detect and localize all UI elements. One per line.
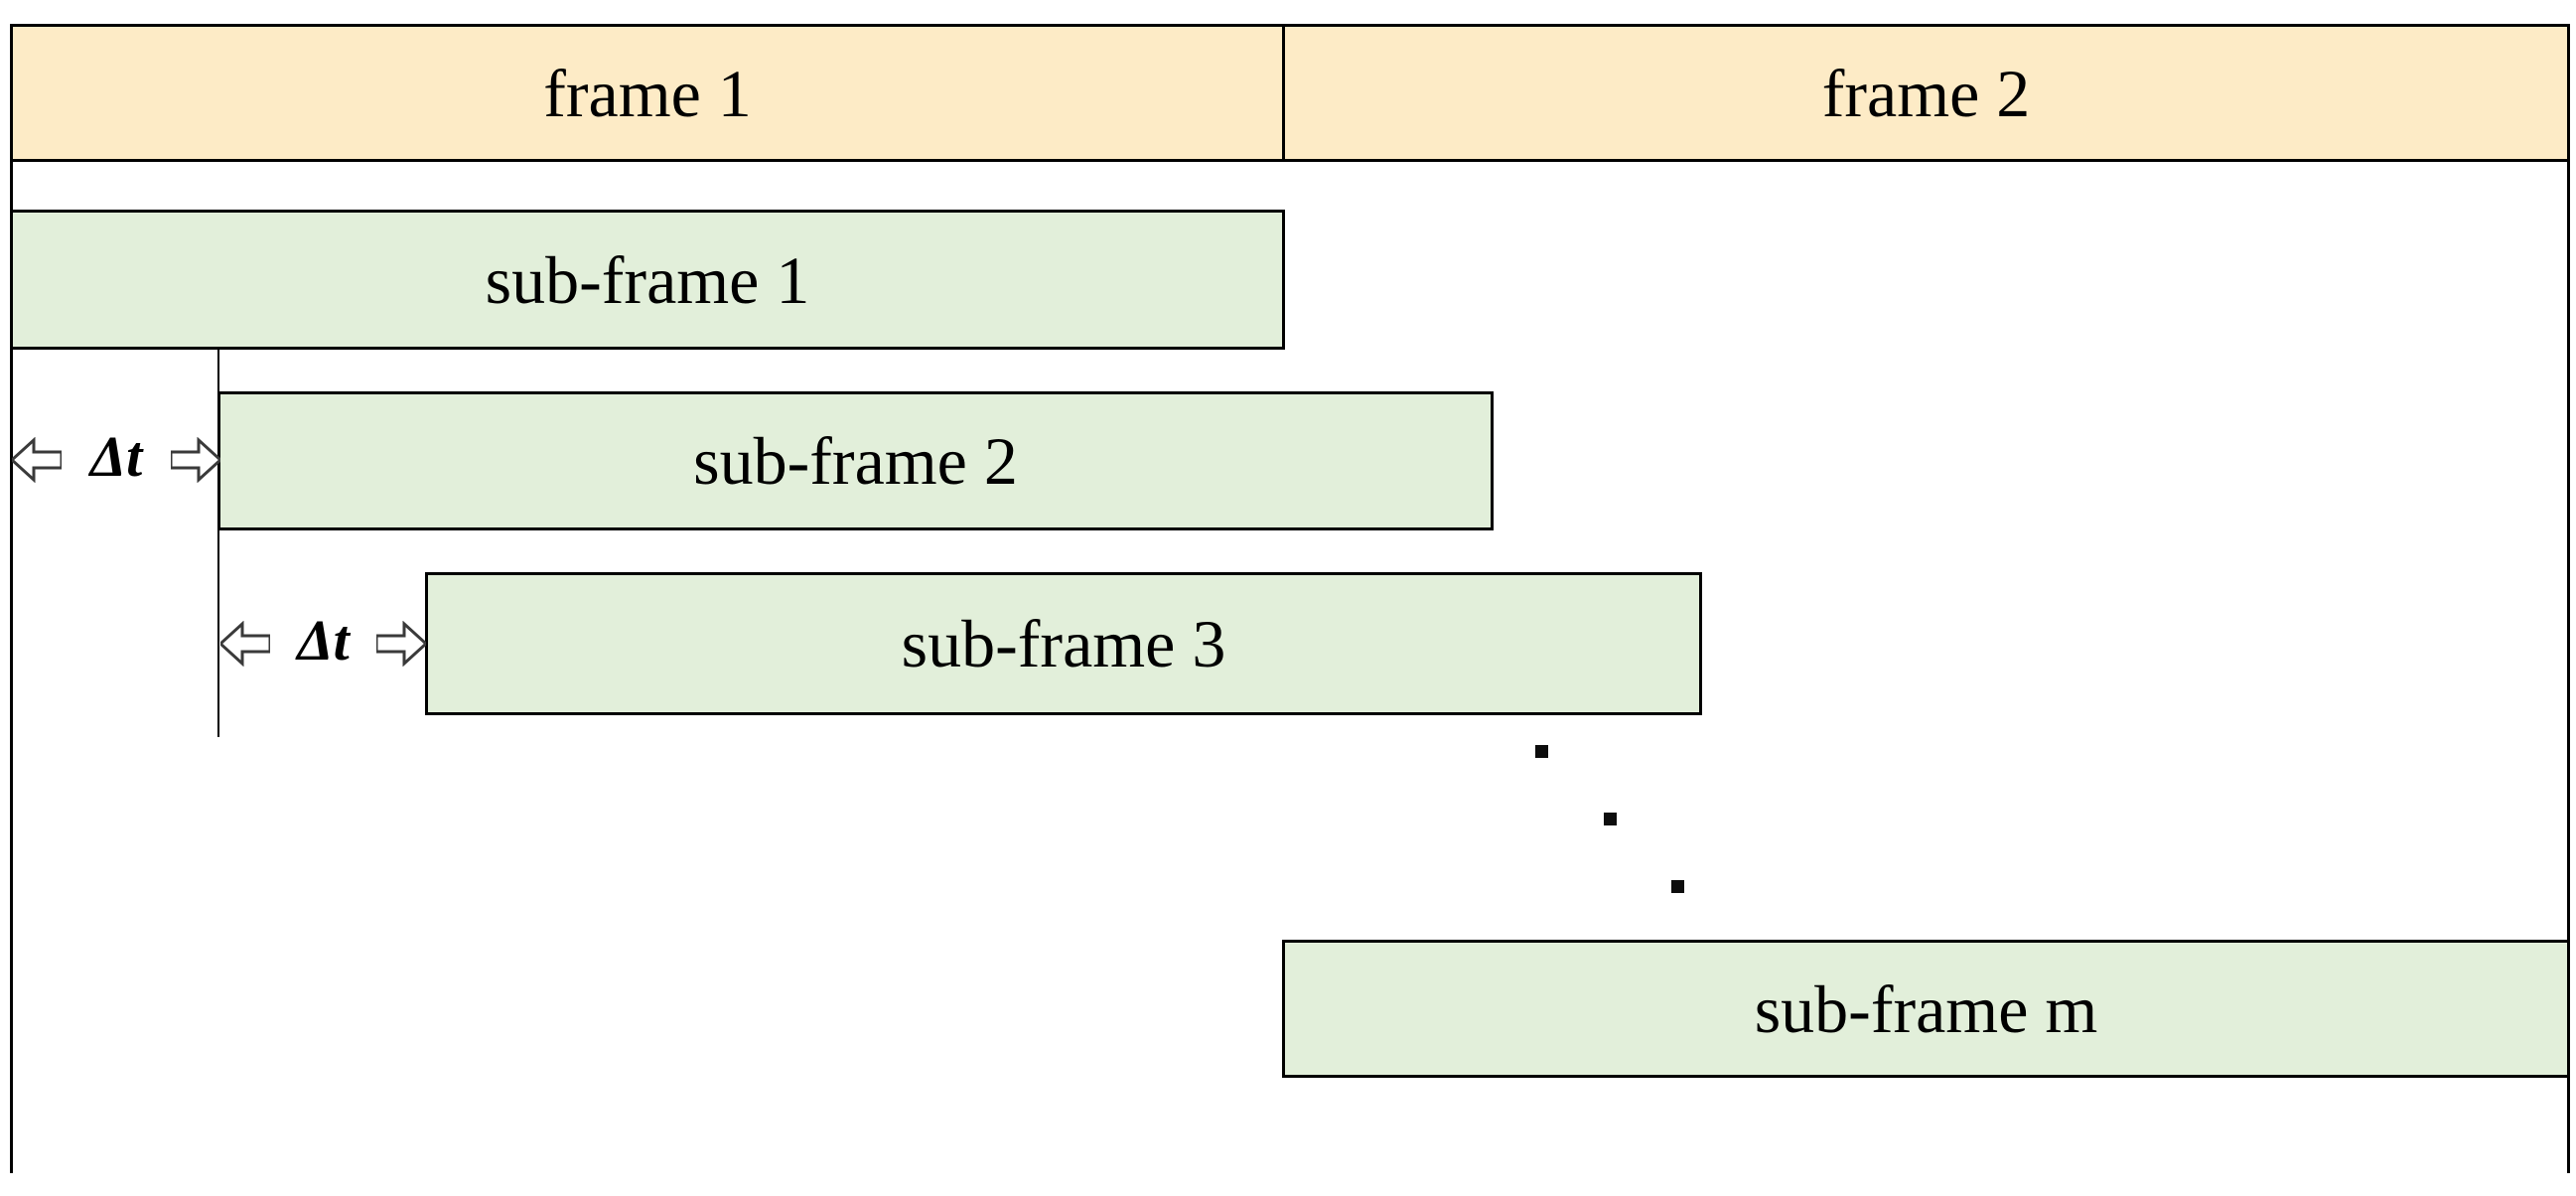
sub-frame-2-box: sub-frame 2 (217, 391, 1494, 530)
sub-frame-m-label: sub-frame m (1754, 971, 2098, 1047)
left-block-arrow-icon (12, 437, 62, 483)
ellipsis-dot (1671, 880, 1684, 893)
ellipsis-dot (1604, 813, 1617, 825)
sub-frame-3-label: sub-frame 3 (901, 606, 1226, 681)
outer-right-border (2567, 24, 2570, 1173)
delta-t-annotation-2: Δt (220, 612, 426, 675)
sub-frame-m-box: sub-frame m (1282, 940, 2570, 1078)
delta-t-label: Δt (297, 608, 350, 673)
left-block-arrow-icon (220, 621, 270, 667)
delta-t-annotation-1: Δt (12, 428, 220, 492)
frame-2-box: frame 2 (1282, 24, 2570, 162)
sub-frame-1-label: sub-frame 1 (485, 241, 810, 318)
right-block-arrow-icon (375, 621, 426, 667)
subframe2-start-reference-line (217, 350, 219, 737)
sub-frame-2-label: sub-frame 2 (693, 423, 1018, 499)
frame-2-label: frame 2 (1821, 55, 2031, 131)
delta-t-label: Δt (89, 424, 143, 489)
ellipsis-dot (1535, 745, 1548, 758)
frame-1-box: frame 1 (10, 24, 1285, 162)
sub-frame-1-box: sub-frame 1 (10, 210, 1285, 350)
frame-1-label: frame 1 (543, 55, 752, 131)
outer-left-border (10, 24, 13, 1173)
sub-frame-3-box: sub-frame 3 (425, 572, 1702, 715)
right-block-arrow-icon (170, 437, 220, 483)
